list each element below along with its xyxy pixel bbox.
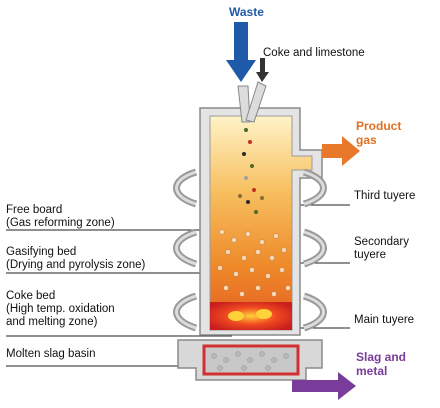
free-board-label-line1: Free board — [6, 204, 63, 216]
free-board-label: Free board (Gas reforming zone) — [6, 204, 115, 230]
falling-feed-particles — [238, 128, 264, 214]
molten-slag-basin-label: Molten slag basin — [6, 348, 96, 360]
gasifying-bed-label-line2: (Drying and pyrolysis zone) — [6, 259, 146, 271]
waste-label: Waste — [229, 5, 264, 19]
coke-limestone-label: Coke and limestone — [263, 47, 365, 59]
gasifying-bed-label: Gasifying bed (Drying and pyrolysis zone… — [6, 246, 145, 272]
coke-limestone-arrow — [256, 58, 269, 82]
coke-bed-label-line3: and melting zone) — [6, 316, 98, 328]
gasifying-bed-label-line1: Gasifying bed — [6, 246, 77, 258]
slag-metal-label-line2: metal — [356, 364, 388, 378]
product-gas-label: Product gas — [356, 119, 401, 147]
product-gas-label-line1: Product — [356, 119, 402, 133]
coke-bed-label-line2: (High temp. oxidation — [6, 303, 115, 315]
waste-arrow — [226, 22, 256, 82]
secondary-tuyere-label: Secondary tuyere — [354, 236, 409, 262]
slag-metal-label-line1: Slag and — [356, 350, 407, 364]
gasifying-bed-particles — [217, 229, 291, 297]
free-board-label-line2: (Gas reforming zone) — [6, 217, 115, 229]
furnace-shell — [199, 107, 323, 336]
secondary-tuyere-label-line1: Secondary — [354, 236, 409, 248]
feed-chutes — [237, 81, 267, 123]
product-gas-label-line2: gas — [356, 133, 377, 147]
coke-bed-label-line1: Coke bed — [6, 290, 56, 302]
coke-bed-hot-zone — [210, 302, 292, 330]
slag-metal-arrow — [292, 372, 356, 400]
coke-bed-label: Coke bed (High temp. oxidation and melti… — [6, 290, 115, 329]
secondary-tuyere-label-line2: tuyere — [354, 249, 386, 261]
molten-slag-basin — [177, 339, 323, 381]
product-gas-arrow — [322, 136, 360, 166]
third-tuyere-label: Third tuyere — [354, 190, 416, 202]
slag-metal-label: Slag and metal — [356, 350, 406, 378]
main-tuyere-label: Main tuyere — [354, 314, 415, 326]
